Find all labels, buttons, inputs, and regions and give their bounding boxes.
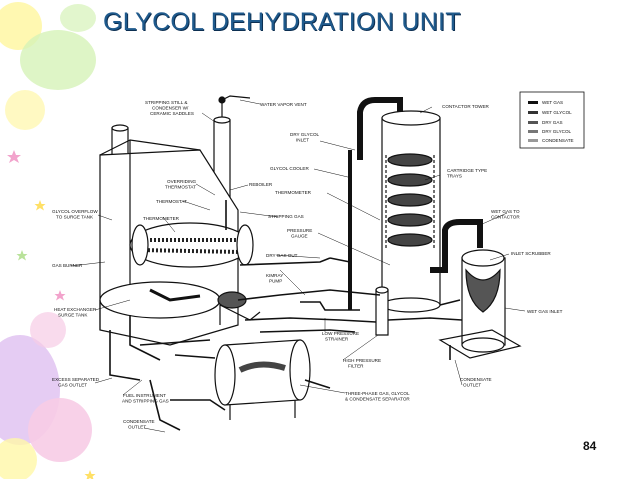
piping-network: [109, 200, 463, 431]
legend-label: WET GLYCOL: [542, 110, 572, 115]
legend-swatch-wet-glycol: [528, 111, 538, 114]
label-three-phase-separator: THREE-PHASE GAS, GLYCOL & CONDENSATE SEP…: [345, 391, 411, 402]
legend-item: DRY GLYCOL: [528, 129, 572, 134]
label-reboiler: REBOILER: [249, 182, 273, 187]
label-glycol-overflow: GLYCOL OVERFLOW TO SURGE TANK: [52, 209, 99, 220]
wet-gas-pipe: [430, 219, 483, 273]
page-number: 84: [583, 439, 597, 453]
label-thermometer-left: THERMOMETER: [143, 216, 180, 221]
decor-stars: [7, 150, 96, 479]
three-phase-separator: [214, 339, 311, 420]
dry-gas-line: [357, 97, 403, 160]
contactor-tower: [381, 110, 441, 313]
equipment: [70, 95, 526, 433]
legend-label: DRY GLYCOL: [542, 129, 572, 134]
label-stripping-gas: STRIPPING GAS: [268, 214, 304, 219]
label-condensate-outlet-right: CONDENSATE OUTLET: [460, 377, 493, 388]
label-wet-gas-inlet: WET GAS INLET: [527, 309, 563, 314]
legend-item: CONDENSATE: [528, 138, 574, 143]
leader-lines: [70, 99, 526, 433]
legend: WET GAS WET GLYCOL DRY GAS DRY GLYCOL CO…: [519, 91, 585, 149]
slide-title: GLYCOL DEHYDRATION UNIT: [103, 8, 461, 36]
label-dry-gas-out: DRY GAS OUT: [266, 253, 298, 258]
label-dry-glycol-inlet: DRY GLYCOL INLET: [290, 132, 320, 143]
label-wet-gas-to-contactor: WET GAS TO CONTACTOR: [491, 209, 521, 220]
label-glycol-cooler: GLYCOL COOLER: [270, 166, 309, 171]
label-gas-burner: GAS BURNER: [52, 263, 83, 268]
label-thermostat: THERMOSTAT: [156, 199, 187, 204]
label-thermometer-mid: THERMOMETER: [275, 190, 312, 195]
label-low-pressure-strainer: LOW PRESSURE STRAINER: [322, 331, 360, 342]
label-heat-exchanger: HEAT EXCHANGER SURGE TANK: [54, 307, 97, 318]
label-kimray-pump: KIMRAY PUMP: [266, 273, 284, 284]
legend-swatch-dry-gas: [528, 121, 538, 124]
label-high-pressure-filter: HIGH PRESSURE FILTER: [343, 358, 382, 369]
legend-label: DRY GAS: [542, 120, 563, 125]
label-overriding-thermostat: OVERRIDING THERMOSTAT: [165, 179, 197, 190]
callout-labels: STRIPPING STILL & CONDENSER W/ CERAMIC S…: [52, 100, 563, 430]
legend-item: WET GAS: [528, 100, 563, 105]
legend-label: WET GAS: [542, 100, 563, 105]
legend-swatch-dry-glycol: [528, 130, 538, 133]
legend-swatch-condensate: [528, 139, 538, 142]
legend-item: DRY GAS: [528, 120, 563, 125]
label-excess-separated-gas: EXCESS SEPARATED GAS OUTLET: [52, 377, 100, 388]
label-condensate-outlet-bottom: CONDENSATE OUTLET: [123, 419, 156, 430]
label-contactor-tower: CONTACTOR TOWER: [442, 104, 490, 109]
legend-label: CONDENSATE: [542, 138, 574, 143]
label-water-vapor-vent: WATER VAPOR VENT: [260, 102, 307, 107]
left-decor-blobs: [0, 2, 96, 479]
label-pressure-gauge: PRESSURE GAUGE: [287, 228, 314, 239]
label-inlet-scrubber: INLET SCRUBBER: [511, 251, 551, 256]
label-cartridge-trays: CARTRIDGE TYPE TRAYS: [447, 168, 488, 179]
label-fuel-instrument: FUEL INSTRUMENT AND STRIPPING GAS: [122, 393, 169, 404]
legend-item: WET GLYCOL: [528, 110, 572, 115]
label-stripping-still: STRIPPING STILL & CONDENSER W/ CERAMIC S…: [145, 100, 194, 116]
legend-swatch-wet-gas: [528, 101, 538, 104]
inlet-scrubber: [438, 249, 522, 359]
high-pressure-filter: [375, 286, 389, 336]
